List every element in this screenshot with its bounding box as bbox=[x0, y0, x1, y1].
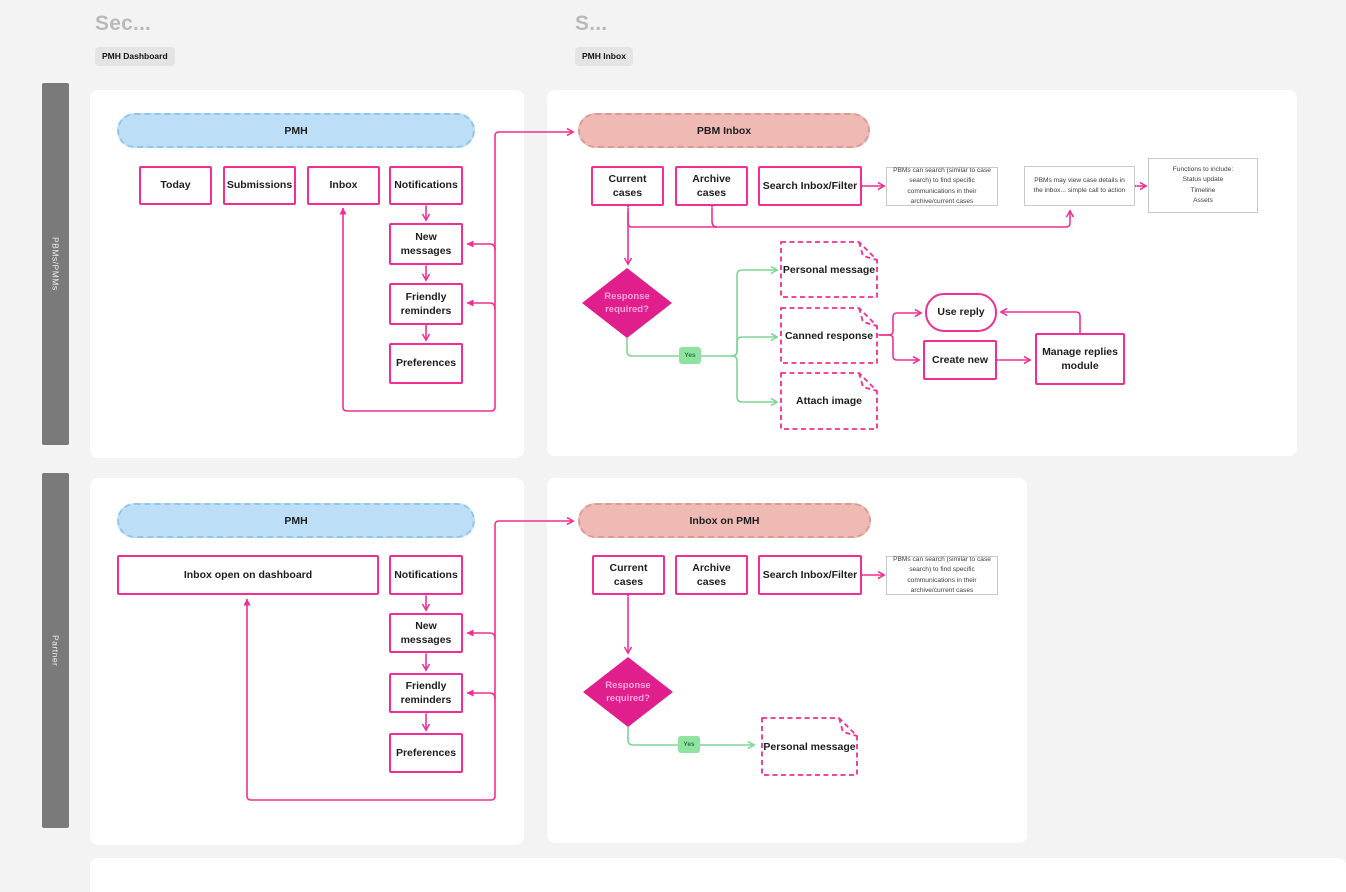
lane-pbms-pmms[interactable]: PBMs/PMMs bbox=[42, 83, 69, 445]
flow2-create-new-box[interactable]: Create new bbox=[923, 340, 997, 380]
flow2-use-reply-pill[interactable]: Use reply bbox=[925, 293, 997, 332]
flow1-preferences-box[interactable]: Preferences bbox=[389, 343, 463, 384]
flow2-canned-response-doc[interactable]: Canned response bbox=[784, 329, 874, 342]
flow4-inbox-on-pmh-pill[interactable]: Inbox on PMH bbox=[578, 503, 871, 538]
lane-partner[interactable]: Partner bbox=[42, 473, 69, 828]
flow1-today-box[interactable]: Today bbox=[139, 166, 212, 205]
flow3-notifications-box[interactable]: Notifications bbox=[389, 555, 463, 595]
flow2-note-view-case[interactable]: PBMs may view case details in the inbox.… bbox=[1024, 166, 1135, 206]
flow3-preferences-box[interactable]: Preferences bbox=[389, 733, 463, 773]
connectors-flow2-green[interactable] bbox=[626, 266, 779, 406]
flow3-friendly-reminders-box[interactable]: Friendly reminders bbox=[389, 673, 463, 713]
connectors-flow1[interactable] bbox=[339, 128, 575, 412]
next-section-edge bbox=[90, 858, 1346, 892]
panel-pbm-inbox[interactable] bbox=[547, 90, 1297, 456]
flow4-personal-message-doc[interactable]: Personal message bbox=[763, 740, 856, 753]
connectors-flow3[interactable] bbox=[243, 517, 575, 801]
connectors-flow2-pink[interactable] bbox=[624, 182, 1148, 364]
flow1-notifications-box[interactable]: Notifications bbox=[389, 166, 463, 205]
section-tag-pmh-dashboard[interactable]: PMH Dashboard bbox=[95, 47, 175, 66]
document-shapes[interactable] bbox=[761, 241, 878, 776]
flow1-pmh-pill[interactable]: PMH bbox=[117, 113, 475, 148]
flow2-manage-replies-box[interactable]: Manage replies module bbox=[1035, 333, 1125, 385]
flow4-search-inbox-box[interactable]: Search Inbox/Filter bbox=[758, 555, 862, 595]
section-title-dashboard[interactable]: Sec... bbox=[95, 12, 152, 35]
section-tag-pmh-inbox[interactable]: PMH Inbox bbox=[575, 47, 633, 66]
flow2-archive-cases-box[interactable]: Archive cases bbox=[675, 166, 748, 206]
flow2-yes-chip[interactable]: Yes bbox=[679, 347, 701, 364]
flow1-friendly-reminders-box[interactable]: Friendly reminders bbox=[389, 283, 463, 325]
flow4-archive-cases-box[interactable]: Archive cases bbox=[675, 555, 748, 595]
flow1-submissions-box[interactable]: Submissions bbox=[223, 166, 296, 205]
flow2-pbm-inbox-pill[interactable]: PBM Inbox bbox=[578, 113, 870, 148]
flow3-pmh-pill[interactable]: PMH bbox=[117, 503, 475, 538]
connectors-flow4-green[interactable] bbox=[627, 727, 756, 749]
flow4-current-cases-box[interactable]: Current cases bbox=[592, 555, 665, 595]
flow1-inbox-box[interactable]: Inbox bbox=[307, 166, 380, 205]
flow1-new-messages-box[interactable]: New messages bbox=[389, 223, 463, 265]
flow4-yes-chip[interactable]: Yes bbox=[678, 736, 700, 753]
flow2-attach-image-doc[interactable]: Attach image bbox=[796, 395, 862, 407]
flow2-note-functions[interactable]: Functions to include: Status update Time… bbox=[1148, 158, 1258, 213]
flow2-search-inbox-box[interactable]: Search Inbox/Filter bbox=[758, 166, 862, 206]
flow2-current-cases-box[interactable]: Current cases bbox=[591, 166, 664, 206]
flow2-note-search[interactable]: PBMs can search (similar to case search)… bbox=[886, 167, 998, 206]
section-title-inbox[interactable]: S... bbox=[575, 12, 608, 35]
flow4-note-search[interactable]: PBMs can search (similar to case search)… bbox=[886, 556, 998, 595]
connectors-flow4-pink[interactable] bbox=[624, 571, 886, 655]
flow2-personal-message-doc[interactable]: Personal message bbox=[782, 263, 876, 276]
flow3-new-messages-box[interactable]: New messages bbox=[389, 613, 463, 653]
flow3-inbox-open-box[interactable]: Inbox open on dashboard bbox=[117, 555, 379, 595]
